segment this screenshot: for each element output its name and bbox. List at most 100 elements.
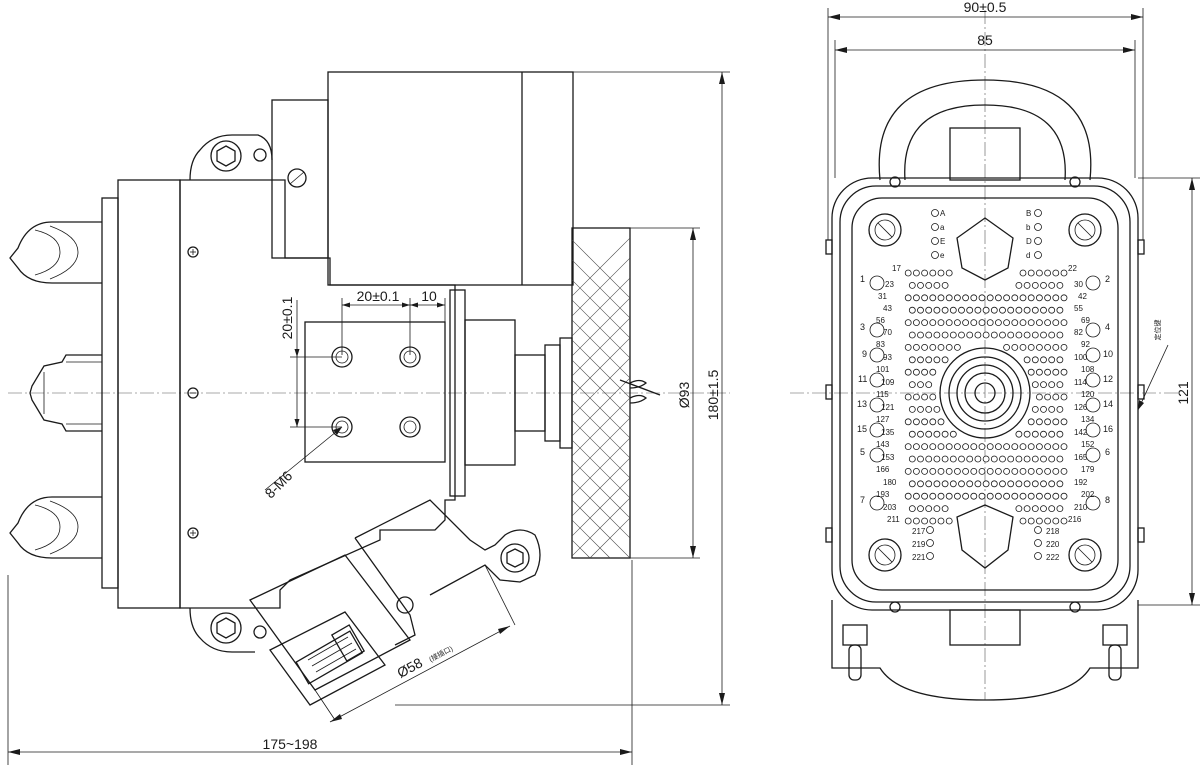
signal-pin xyxy=(1015,306,1023,314)
signal-pin xyxy=(982,455,990,463)
signal-pin xyxy=(1036,393,1043,401)
row-label-right: 202 xyxy=(1081,490,1095,499)
signal-pin xyxy=(1048,356,1056,364)
row-label-left: 23 xyxy=(885,280,894,289)
pin-2: 2 xyxy=(1105,274,1110,284)
pin-11: 11 xyxy=(858,374,867,384)
signal-pin xyxy=(926,552,934,560)
signal-pin xyxy=(1044,269,1051,277)
signal-pin xyxy=(999,331,1006,339)
signal-pin xyxy=(1031,455,1039,463)
signal-pin xyxy=(904,443,912,451)
signal-pin xyxy=(929,269,937,277)
signal-pin xyxy=(966,455,974,463)
signal-pin xyxy=(978,319,986,327)
signal-pin xyxy=(1031,405,1039,413)
row-label-right: 165 xyxy=(1074,453,1088,462)
signal-pin xyxy=(917,356,924,364)
row-label-right: 42 xyxy=(1078,292,1087,301)
right-dimensions: 90±0.5 85 121 定位键 xyxy=(827,0,1200,606)
pin-row-labels: 17 23 31 43 56 70 83 93 101 109 115 121 … xyxy=(876,264,1095,562)
side-view: 175~198 180±1.5 Ø93 20±0.1 10 xyxy=(7,71,730,765)
signal-pin xyxy=(1019,443,1027,451)
signal-pin xyxy=(933,455,941,463)
signal-pin xyxy=(945,319,953,327)
row-label-right: 69 xyxy=(1081,316,1090,325)
signal-pin xyxy=(1031,381,1039,389)
signal-pin xyxy=(1060,393,1068,401)
signal-pin xyxy=(1015,505,1023,513)
row-label-left: 31 xyxy=(878,292,887,301)
signal-pin xyxy=(917,455,924,463)
signal-pin xyxy=(937,343,945,351)
row-label-left: 115 xyxy=(876,390,889,399)
signal-pin xyxy=(1044,393,1051,401)
signal-pin xyxy=(917,480,924,488)
signal-pin xyxy=(1048,381,1056,389)
signal-pin xyxy=(1048,306,1056,314)
signal-pin xyxy=(1015,455,1023,463)
signal-pin xyxy=(1011,294,1019,302)
signal-pin xyxy=(1031,331,1039,339)
signal-pin xyxy=(954,443,961,451)
signal-pin xyxy=(1036,368,1043,376)
pin-field xyxy=(904,269,1068,560)
signal-pin xyxy=(1048,281,1056,289)
signal-pin xyxy=(958,455,965,463)
signal-pin xyxy=(926,526,934,534)
signal-pin xyxy=(1040,430,1047,438)
row-label-right: 82 xyxy=(1074,328,1083,337)
signal-pin xyxy=(1007,306,1015,314)
signal-pin xyxy=(1019,492,1027,500)
signal-pin xyxy=(1044,517,1051,525)
signal-pin xyxy=(921,319,928,327)
signal-pin xyxy=(1007,455,1015,463)
pin-1: 1 xyxy=(860,274,865,284)
signal-pin xyxy=(1011,343,1019,351)
signal-pin xyxy=(1052,294,1060,302)
signal-pin xyxy=(1031,430,1039,438)
row-label-left: 211 xyxy=(887,515,900,524)
signal-pin xyxy=(925,281,933,289)
signal-pin xyxy=(986,492,994,500)
signal-pin xyxy=(1052,368,1060,376)
pin-13: 13 xyxy=(857,399,867,409)
signal-pin xyxy=(1056,505,1064,513)
signal-pin xyxy=(1044,492,1051,500)
signal-pin xyxy=(954,294,961,302)
signal-pin xyxy=(913,517,920,525)
signal-pin xyxy=(925,480,933,488)
signal-pin xyxy=(937,517,945,525)
signal-pin xyxy=(978,443,986,451)
signal-pin xyxy=(917,381,924,389)
signal-pin xyxy=(921,517,928,525)
signal-pin xyxy=(962,319,969,327)
signal-pin xyxy=(941,281,949,289)
signal-pin xyxy=(954,492,961,500)
signal-pin xyxy=(933,331,941,339)
signal-pin xyxy=(917,430,924,438)
signal-pin xyxy=(982,480,990,488)
row-label-left: 127 xyxy=(876,415,890,424)
signal-pin xyxy=(974,331,982,339)
row-label-left: 193 xyxy=(876,490,890,499)
signal-pin xyxy=(978,492,986,500)
signal-pin xyxy=(1060,319,1068,327)
signal-pin xyxy=(1044,418,1051,426)
signal-pin xyxy=(1060,467,1068,475)
signal-pin xyxy=(1019,467,1027,475)
dim-phi58-note: (接插口) xyxy=(427,644,454,664)
coax-contact xyxy=(939,347,1031,439)
signal-pin xyxy=(925,430,933,438)
signal-pin xyxy=(1003,343,1010,351)
signal-pin xyxy=(949,430,957,438)
letter-B: B xyxy=(1026,209,1031,218)
signal-pin xyxy=(1036,269,1043,277)
signal-pin xyxy=(913,418,920,426)
signal-pin xyxy=(941,430,949,438)
signal-pin xyxy=(1060,294,1068,302)
signal-pin xyxy=(1003,443,1010,451)
signal-pin xyxy=(921,368,928,376)
signal-pin xyxy=(1036,319,1043,327)
row-label-left: 217 xyxy=(912,527,926,536)
